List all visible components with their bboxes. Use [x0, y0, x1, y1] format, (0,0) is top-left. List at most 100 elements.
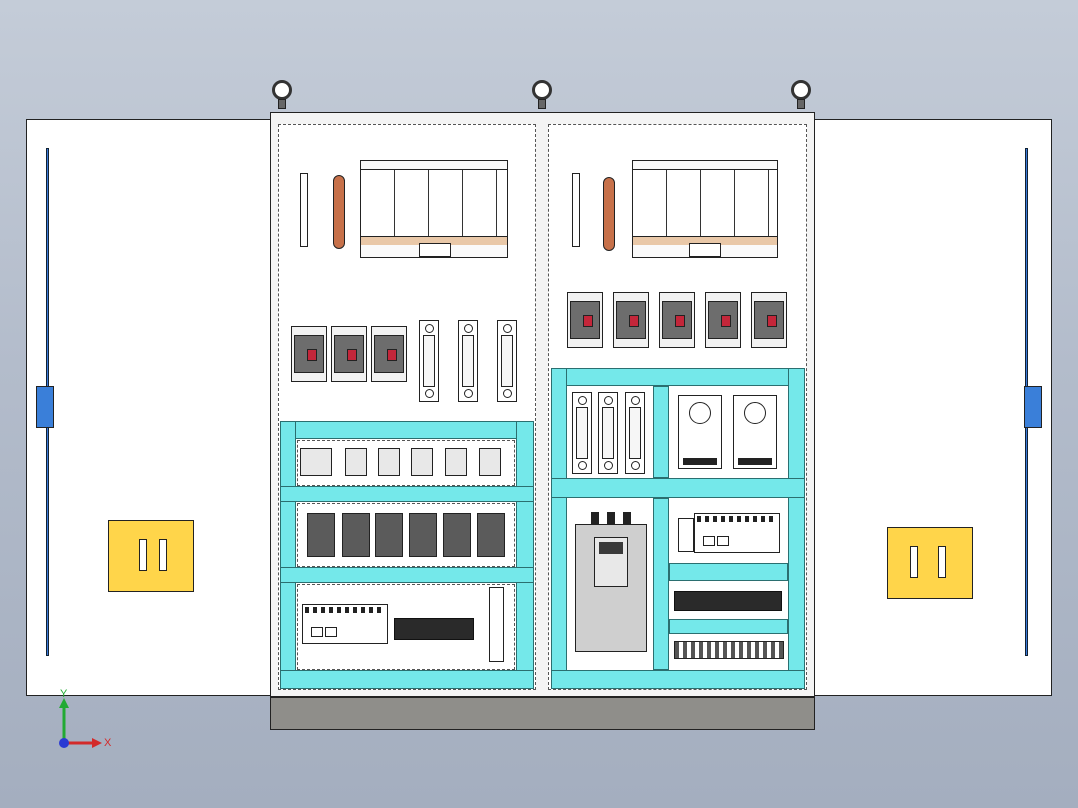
switch-handle	[419, 243, 451, 257]
left-door-rod-guide	[36, 386, 54, 428]
wire-duct	[669, 563, 788, 581]
wire-duct	[280, 670, 534, 689]
ground-busbar	[572, 173, 580, 247]
cabinet-plinth	[270, 697, 815, 730]
small-relay	[411, 448, 433, 476]
power-supply-unit	[678, 395, 722, 469]
terminal-block	[394, 618, 474, 640]
fuse-holder	[625, 392, 645, 474]
circuit-breaker	[291, 326, 327, 382]
switch-cover	[633, 169, 777, 242]
contactor	[443, 513, 471, 557]
lifting-eye-stem	[797, 99, 805, 109]
coordinate-triad: X Y	[59, 688, 112, 749]
fan-icon	[689, 402, 711, 424]
fuse-holder	[572, 392, 592, 474]
y-axis-arrowhead	[59, 698, 69, 708]
ground-busbar	[300, 173, 308, 247]
small-relay	[300, 448, 332, 476]
circuit-breaker	[371, 326, 407, 382]
wire-duct	[551, 478, 805, 498]
x-axis-arrowhead	[92, 738, 102, 748]
left-handle-slot	[159, 539, 167, 571]
terminal-block	[674, 641, 784, 659]
circuit-breaker	[331, 326, 367, 382]
contactor	[375, 513, 403, 557]
power-supply-unit	[733, 395, 777, 469]
left-door-handle[interactable]	[108, 520, 194, 592]
plc-port	[717, 536, 729, 546]
contactor	[342, 513, 370, 557]
lifting-eye-stem	[278, 99, 286, 109]
inverter-terminal	[623, 512, 631, 524]
switch-base	[633, 236, 777, 245]
plc-terminal-strip	[305, 607, 385, 613]
plc-port	[325, 627, 337, 637]
copper-busbar	[333, 175, 345, 249]
fan-icon	[744, 402, 766, 424]
circuit-breaker	[659, 292, 695, 348]
switch-base	[361, 236, 507, 245]
wire-duct	[653, 498, 669, 670]
circuit-breaker	[613, 292, 649, 348]
right-door-handle[interactable]	[887, 527, 973, 599]
x-axis-label: X	[104, 737, 112, 749]
frequency-inverter	[575, 524, 647, 652]
contactor	[307, 513, 335, 557]
origin-icon	[59, 738, 69, 748]
contactor	[409, 513, 437, 557]
small-relay	[445, 448, 467, 476]
psu-terminals	[683, 458, 717, 465]
wire-duct	[280, 421, 534, 439]
wire-duct	[788, 368, 805, 689]
inverter-terminal	[607, 512, 615, 524]
main-switch-block	[632, 160, 778, 258]
terminal-block	[674, 591, 782, 611]
fuse-holder	[419, 320, 439, 402]
lifting-eye-icon	[272, 80, 292, 100]
power-supply-unit	[489, 587, 504, 662]
small-relay	[479, 448, 501, 476]
switch-handle	[689, 243, 721, 257]
wire-duct	[280, 421, 296, 689]
copper-busbar	[603, 177, 615, 251]
inverter-display	[599, 542, 623, 554]
wire-duct	[551, 368, 567, 689]
circuit-breaker	[705, 292, 741, 348]
right-handle-slot	[938, 546, 946, 578]
lifting-eye-stem	[538, 99, 546, 109]
fuse-holder	[458, 320, 478, 402]
wire-duct	[669, 619, 788, 634]
plc-port	[703, 536, 715, 546]
circuit-breaker	[567, 292, 603, 348]
small-relay	[378, 448, 400, 476]
plc-expansion	[678, 518, 694, 552]
inverter-terminal	[591, 512, 599, 524]
left-door	[26, 119, 272, 696]
wire-duct	[280, 567, 534, 583]
wire-duct	[280, 486, 534, 502]
lifting-eye-icon	[532, 80, 552, 100]
right-handle-slot	[910, 546, 918, 578]
wire-duct	[551, 670, 805, 689]
inverter-keypad	[594, 537, 628, 587]
left-handle-slot	[139, 539, 147, 571]
contactor	[477, 513, 505, 557]
small-relay	[345, 448, 367, 476]
main-switch-block	[360, 160, 508, 258]
fuse-holder	[497, 320, 517, 402]
wire-duct	[653, 386, 669, 478]
plc-port	[311, 627, 323, 637]
y-axis-label: Y	[60, 688, 68, 700]
plc-terminal-strip	[697, 516, 777, 522]
switch-cover	[361, 169, 507, 242]
din-rail	[297, 440, 515, 486]
right-door-rod-guide	[1024, 386, 1042, 428]
lifting-eye-icon	[791, 80, 811, 100]
wire-duct	[551, 368, 805, 386]
fuse-holder	[598, 392, 618, 474]
wire-duct	[516, 421, 534, 689]
psu-terminals	[738, 458, 772, 465]
plc-module	[302, 604, 388, 644]
plc-module	[694, 513, 780, 553]
